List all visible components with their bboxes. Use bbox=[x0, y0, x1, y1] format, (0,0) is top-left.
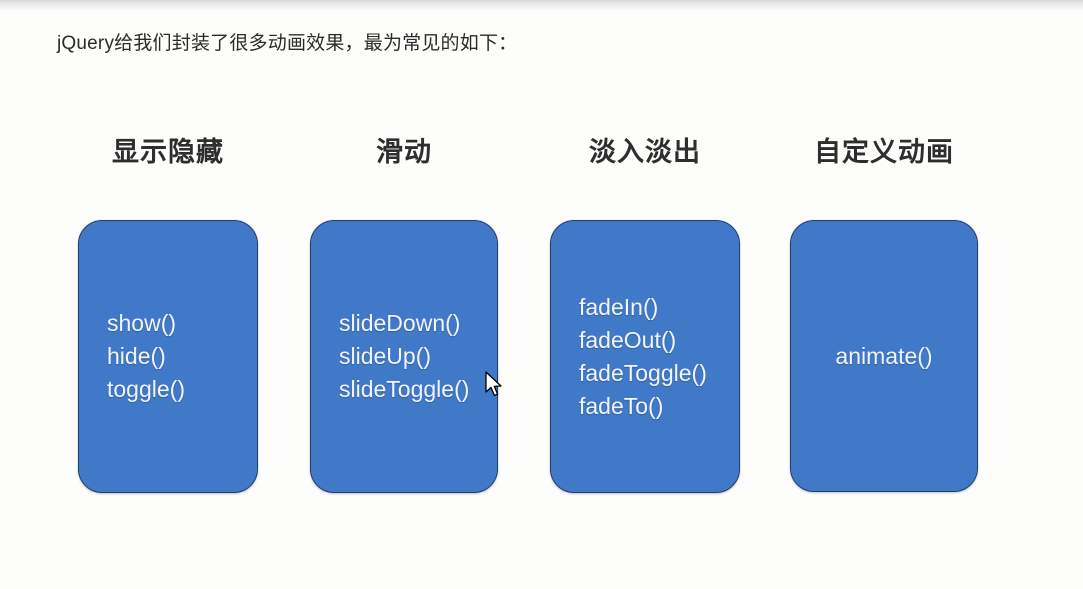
column-heading: 滑动 bbox=[376, 137, 432, 167]
method-item: fadeIn() bbox=[579, 293, 659, 320]
method-card: slideDown() slideUp() slideToggle() bbox=[310, 220, 498, 493]
method-item: animate() bbox=[835, 342, 933, 369]
method-item: show() bbox=[107, 310, 177, 336]
method-item: fadeTo() bbox=[579, 392, 664, 419]
method-item: toggle() bbox=[107, 376, 185, 402]
method-list: fadeIn() fadeOut() fadeToggle() fadeTo() bbox=[551, 291, 739, 423]
column-heading: 淡入淡出 bbox=[589, 137, 701, 167]
column-heading: 显示隐藏 bbox=[112, 137, 224, 167]
method-card: show() hide() toggle() bbox=[78, 220, 258, 493]
method-item: fadeToggle() bbox=[579, 359, 707, 386]
column-heading: 自定义动画 bbox=[814, 137, 954, 167]
intro-text: jQuery给我们封装了很多动画效果，最为常见的如下： bbox=[57, 33, 518, 54]
method-card: animate() bbox=[790, 220, 978, 492]
method-item: slideToggle() bbox=[339, 376, 470, 402]
method-item: fadeOut() bbox=[579, 326, 677, 353]
method-card: fadeIn() fadeOut() fadeToggle() fadeTo() bbox=[550, 220, 740, 493]
method-item: hide() bbox=[107, 343, 166, 369]
method-list: show() hide() toggle() bbox=[79, 307, 257, 406]
method-list: animate() bbox=[791, 340, 977, 373]
method-item: slideDown() bbox=[339, 310, 461, 336]
method-item: slideUp() bbox=[339, 343, 432, 369]
method-list: slideDown() slideUp() slideToggle() bbox=[311, 307, 497, 406]
